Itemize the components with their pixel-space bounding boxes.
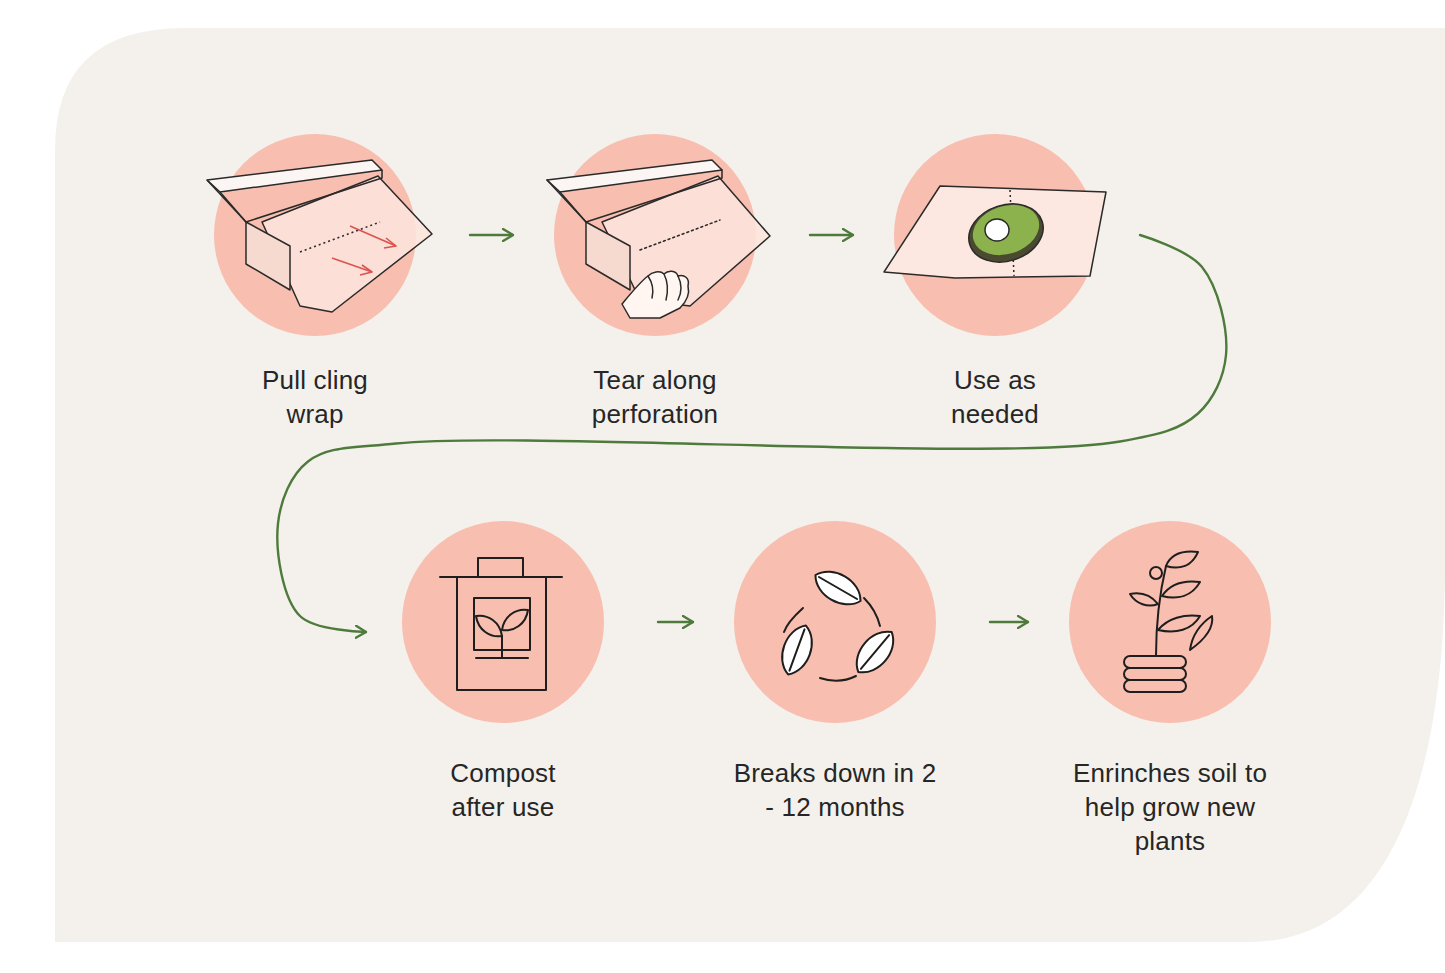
step-node: Breaks down in 2 - 12 months: [734, 521, 936, 723]
plant-bud: [1150, 567, 1162, 579]
soil-layer: [1124, 668, 1186, 680]
wrap-sheet: [884, 186, 1106, 278]
flow-arrow: [990, 621, 1028, 623]
step-node: Tear along perforation: [554, 134, 756, 336]
sprout-leaf: [502, 610, 528, 631]
perforation: [640, 220, 720, 250]
circle-outline: [214, 134, 416, 336]
leaf-vein: [861, 635, 889, 669]
step-label: Breaks down in 2 - 12 months: [730, 756, 940, 824]
cycle-arc: [820, 676, 856, 681]
circle-outline: [894, 134, 1096, 336]
circle-outline: [554, 134, 756, 336]
leaf: [848, 623, 902, 680]
step-label: Compost after use: [428, 756, 578, 824]
circle-shape: [214, 134, 416, 336]
soil-layer: [1124, 680, 1186, 692]
dispenser-edge: [547, 180, 586, 222]
cycle-arc: [784, 608, 803, 632]
dispenser-end: [586, 222, 630, 290]
perforation: [300, 222, 380, 252]
step-label: Enrinches soil to help grow new plants: [1068, 756, 1273, 858]
step-label: Use as needed: [928, 363, 1063, 431]
dispenser-icon: [207, 160, 432, 312]
circle-outline: [402, 521, 604, 723]
plant-icon: [1124, 552, 1212, 692]
sprout-stem: [501, 636, 503, 658]
pull-arrow-head: [360, 265, 372, 275]
circle-outline: [1069, 521, 1271, 723]
plant-leaf: [1158, 616, 1200, 632]
plant-leaf: [1130, 593, 1158, 605]
leaf-vein: [819, 577, 857, 599]
plant-leaf: [1162, 582, 1200, 598]
circle-shape: [1069, 521, 1271, 723]
circle-shape: [402, 521, 604, 723]
flow-arrow: [277, 235, 1226, 632]
circle-shape: [734, 521, 936, 723]
leaf: [809, 563, 868, 612]
sprout-ground: [476, 657, 528, 659]
cycle-icon: [775, 563, 902, 680]
leaf: [775, 621, 818, 679]
tear-icon: [547, 160, 770, 318]
plant-leaf: [1190, 616, 1212, 650]
step-node: Compost after use: [402, 521, 604, 723]
dispenser-body: [560, 170, 722, 222]
pull-arrow: [332, 258, 372, 272]
dispenser-body: [220, 170, 382, 222]
plant-leaf: [1166, 552, 1198, 568]
step-node: Enrinches soil to help grow new plants: [1069, 521, 1271, 723]
pull-arrow-head: [384, 238, 396, 248]
avocado-flesh: [966, 197, 1046, 264]
step-circle: [402, 521, 604, 723]
circle-shape: [554, 134, 756, 336]
compost-icon: [440, 558, 562, 690]
cycle-arc: [864, 598, 880, 626]
soil-layer: [1124, 656, 1186, 668]
pull-arrow: [350, 226, 396, 246]
step-circle: [734, 521, 936, 723]
bin-lid: [440, 576, 562, 578]
pull-arrows: [332, 226, 396, 275]
flow-arrow: [810, 234, 853, 236]
hand-finger: [648, 274, 681, 300]
step-label: Pull cling wrap: [235, 363, 395, 431]
step-label: Tear along perforation: [568, 363, 743, 431]
avocado-skin: [961, 195, 1051, 272]
avocado-pit: [985, 219, 1009, 241]
circle-shape: [894, 134, 1096, 336]
avocado-icon: [884, 186, 1106, 278]
sprout-leaf: [476, 616, 502, 637]
bin-body: [457, 577, 546, 690]
leaf-vein: [789, 629, 804, 670]
step-node: Pull cling wrap: [214, 134, 416, 336]
step-circle: [1069, 521, 1271, 723]
step-circles: [214, 134, 1271, 723]
background-panel: [55, 28, 1445, 942]
dispenser-edge: [207, 180, 246, 222]
flow-arrow: [470, 234, 513, 236]
circle-outline: [734, 521, 936, 723]
hand: [622, 271, 689, 318]
step-node: Use as needed: [894, 134, 1096, 336]
flow-arrow: [658, 621, 693, 623]
bin-lid-handle: [478, 558, 523, 577]
dispenser-end: [246, 222, 290, 290]
